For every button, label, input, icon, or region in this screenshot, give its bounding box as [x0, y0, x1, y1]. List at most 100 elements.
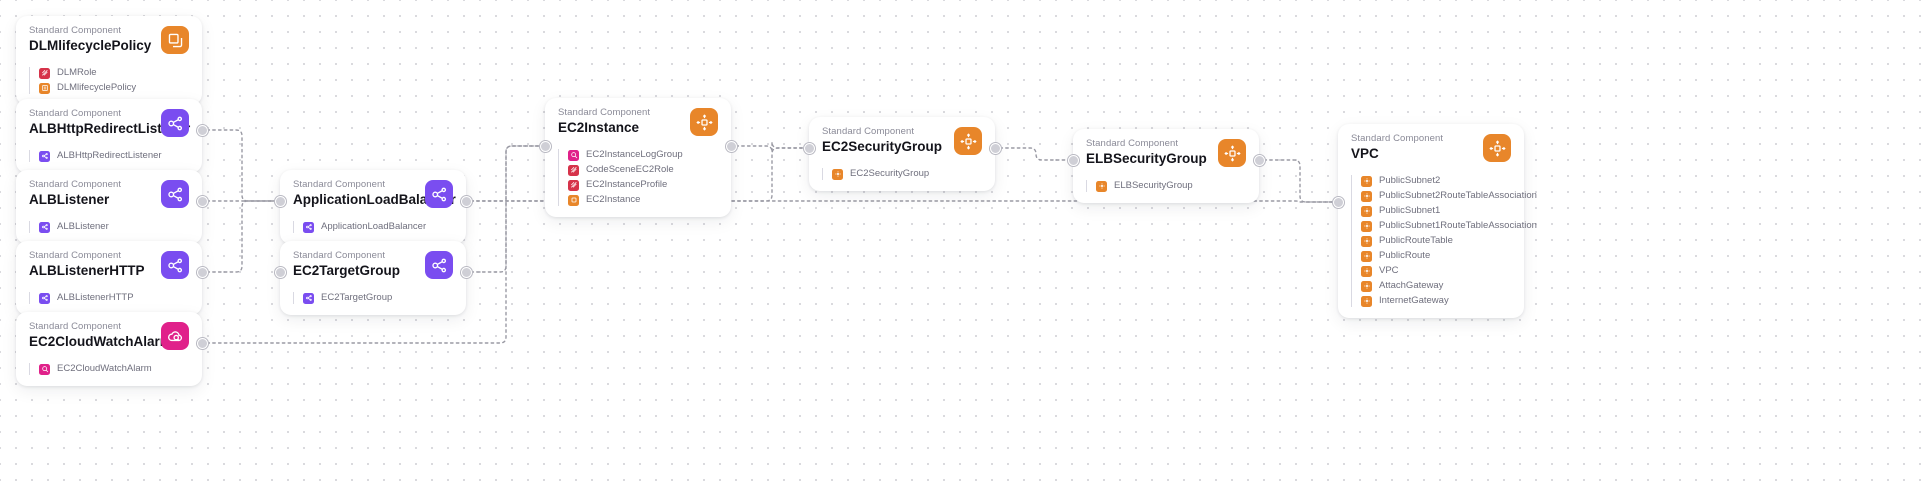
resource-list: ALBListener: [29, 221, 189, 233]
resource-row[interactable]: PublicSubnet2RouteTableAssociation: [1361, 190, 1537, 202]
listener-icon: [39, 292, 50, 304]
network-share-icon: [161, 180, 189, 208]
network-share-icon: [161, 251, 189, 279]
resource-row[interactable]: EC2InstanceLogGroup: [568, 149, 718, 161]
iam-role-icon: [39, 67, 50, 79]
listener-icon: [39, 221, 50, 233]
connection-port-left[interactable]: [1332, 196, 1344, 208]
resource-row[interactable]: ALBHttpRedirectListener: [39, 150, 189, 162]
connection-port-right[interactable]: [989, 142, 1001, 154]
card-title: ALBListener: [29, 192, 110, 207]
resource-row[interactable]: PublicSubnet2: [1361, 175, 1511, 187]
resource-label: EC2SecurityGroup: [850, 168, 930, 179]
network-share-icon: [161, 109, 189, 137]
connection-port-left[interactable]: [274, 266, 286, 278]
resource-label: DLMlifecyclePolicy: [57, 82, 137, 93]
resource-row[interactable]: AttachGateway: [1361, 280, 1511, 292]
resource-label: DLMRole: [57, 67, 97, 78]
resource-row[interactable]: PublicSubnet1: [1361, 205, 1511, 217]
resource-row[interactable]: ApplicationLoadBalancer: [303, 221, 453, 233]
resource-row[interactable]: DLMRole: [39, 67, 189, 79]
resource-label: ALBListenerHTTP: [57, 292, 134, 303]
card-title: EC2CloudWatchAlarm: [29, 334, 172, 349]
resource-label: EC2Instance: [586, 194, 641, 205]
resource-label: PublicSubnet1RouteTableAssociation: [1379, 220, 1537, 231]
resource-row[interactable]: EC2Instance: [568, 194, 718, 206]
cloudwatch-small-icon: [39, 363, 50, 375]
resource-row[interactable]: ELBSecurityGroup: [1096, 180, 1246, 192]
resource-row[interactable]: EC2SecurityGroup: [832, 168, 982, 180]
resource-row[interactable]: PublicRouteTable: [1361, 235, 1511, 247]
connection-port-right[interactable]: [460, 266, 472, 278]
resource-label: ApplicationLoadBalancer: [321, 221, 427, 232]
resource-label: CodeSceneEC2Role: [586, 164, 674, 175]
resource-label: InternetGateway: [1379, 295, 1449, 306]
resource-row[interactable]: ALBListenerHTTP: [39, 292, 189, 304]
resource-row[interactable]: DLMlifecyclePolicy: [39, 82, 189, 94]
resource-row[interactable]: VPC: [1361, 265, 1511, 277]
card-kicker: Standard Component: [29, 321, 122, 332]
connection-port-right[interactable]: [196, 266, 208, 278]
resource-list: EC2TargetGroup: [293, 292, 453, 304]
connection-port-left[interactable]: [803, 142, 815, 154]
resource-row[interactable]: EC2TargetGroup: [303, 292, 453, 304]
subnet-icon: [1361, 220, 1372, 232]
card-kicker: Standard Component: [293, 179, 386, 190]
dlm-policy-icon: [39, 82, 50, 94]
connection-port-right[interactable]: [196, 124, 208, 136]
connection-port-right[interactable]: [1253, 154, 1265, 166]
resource-row[interactable]: EC2CloudWatchAlarm: [39, 363, 189, 375]
card-title: DLMlifecyclePolicy: [29, 38, 152, 53]
subnet-icon: [1361, 205, 1372, 217]
resource-row[interactable]: EC2InstanceProfile: [568, 179, 718, 191]
connection-port-left[interactable]: [274, 195, 286, 207]
ec2-instance-icon: [1218, 139, 1246, 167]
listener-icon: [303, 221, 314, 233]
connection-port-left[interactable]: [1067, 154, 1079, 166]
connection-port-right[interactable]: [196, 337, 208, 349]
resource-row[interactable]: ALBListener: [39, 221, 189, 233]
edge-ec2-security-group-to-elb-security-group: [999, 147, 1069, 161]
subnet-icon: [1361, 235, 1372, 247]
resource-label: ALBListener: [57, 221, 109, 232]
resource-label: EC2InstanceProfile: [586, 179, 668, 190]
card-title: EC2TargetGroup: [293, 263, 401, 278]
subnet-icon: [1361, 190, 1372, 202]
edge-alb-http-redirect-listener-to-application-load-balancer: [206, 129, 276, 202]
connection-port-right[interactable]: [460, 195, 472, 207]
connection-port-right[interactable]: [196, 195, 208, 207]
resource-row[interactable]: CodeSceneEC2Role: [568, 164, 718, 176]
card-kicker: Standard Component: [293, 250, 386, 261]
resource-row[interactable]: InternetGateway: [1361, 295, 1511, 307]
card-kicker: Standard Component: [1351, 133, 1444, 144]
resource-list: EC2SecurityGroup: [822, 168, 982, 180]
resource-row[interactable]: PublicRoute: [1361, 250, 1511, 262]
card-title: ALBHttpRedirectListener: [29, 121, 191, 136]
resource-label: ELBSecurityGroup: [1114, 180, 1193, 191]
subnet-icon: [1361, 280, 1372, 292]
stack-copy-icon: [161, 26, 189, 54]
connection-port-right[interactable]: [725, 140, 737, 152]
card-kicker: Standard Component: [29, 108, 122, 119]
connection-port-left[interactable]: [539, 140, 551, 152]
resource-row[interactable]: PublicSubnet1RouteTableAssociation: [1361, 220, 1537, 232]
